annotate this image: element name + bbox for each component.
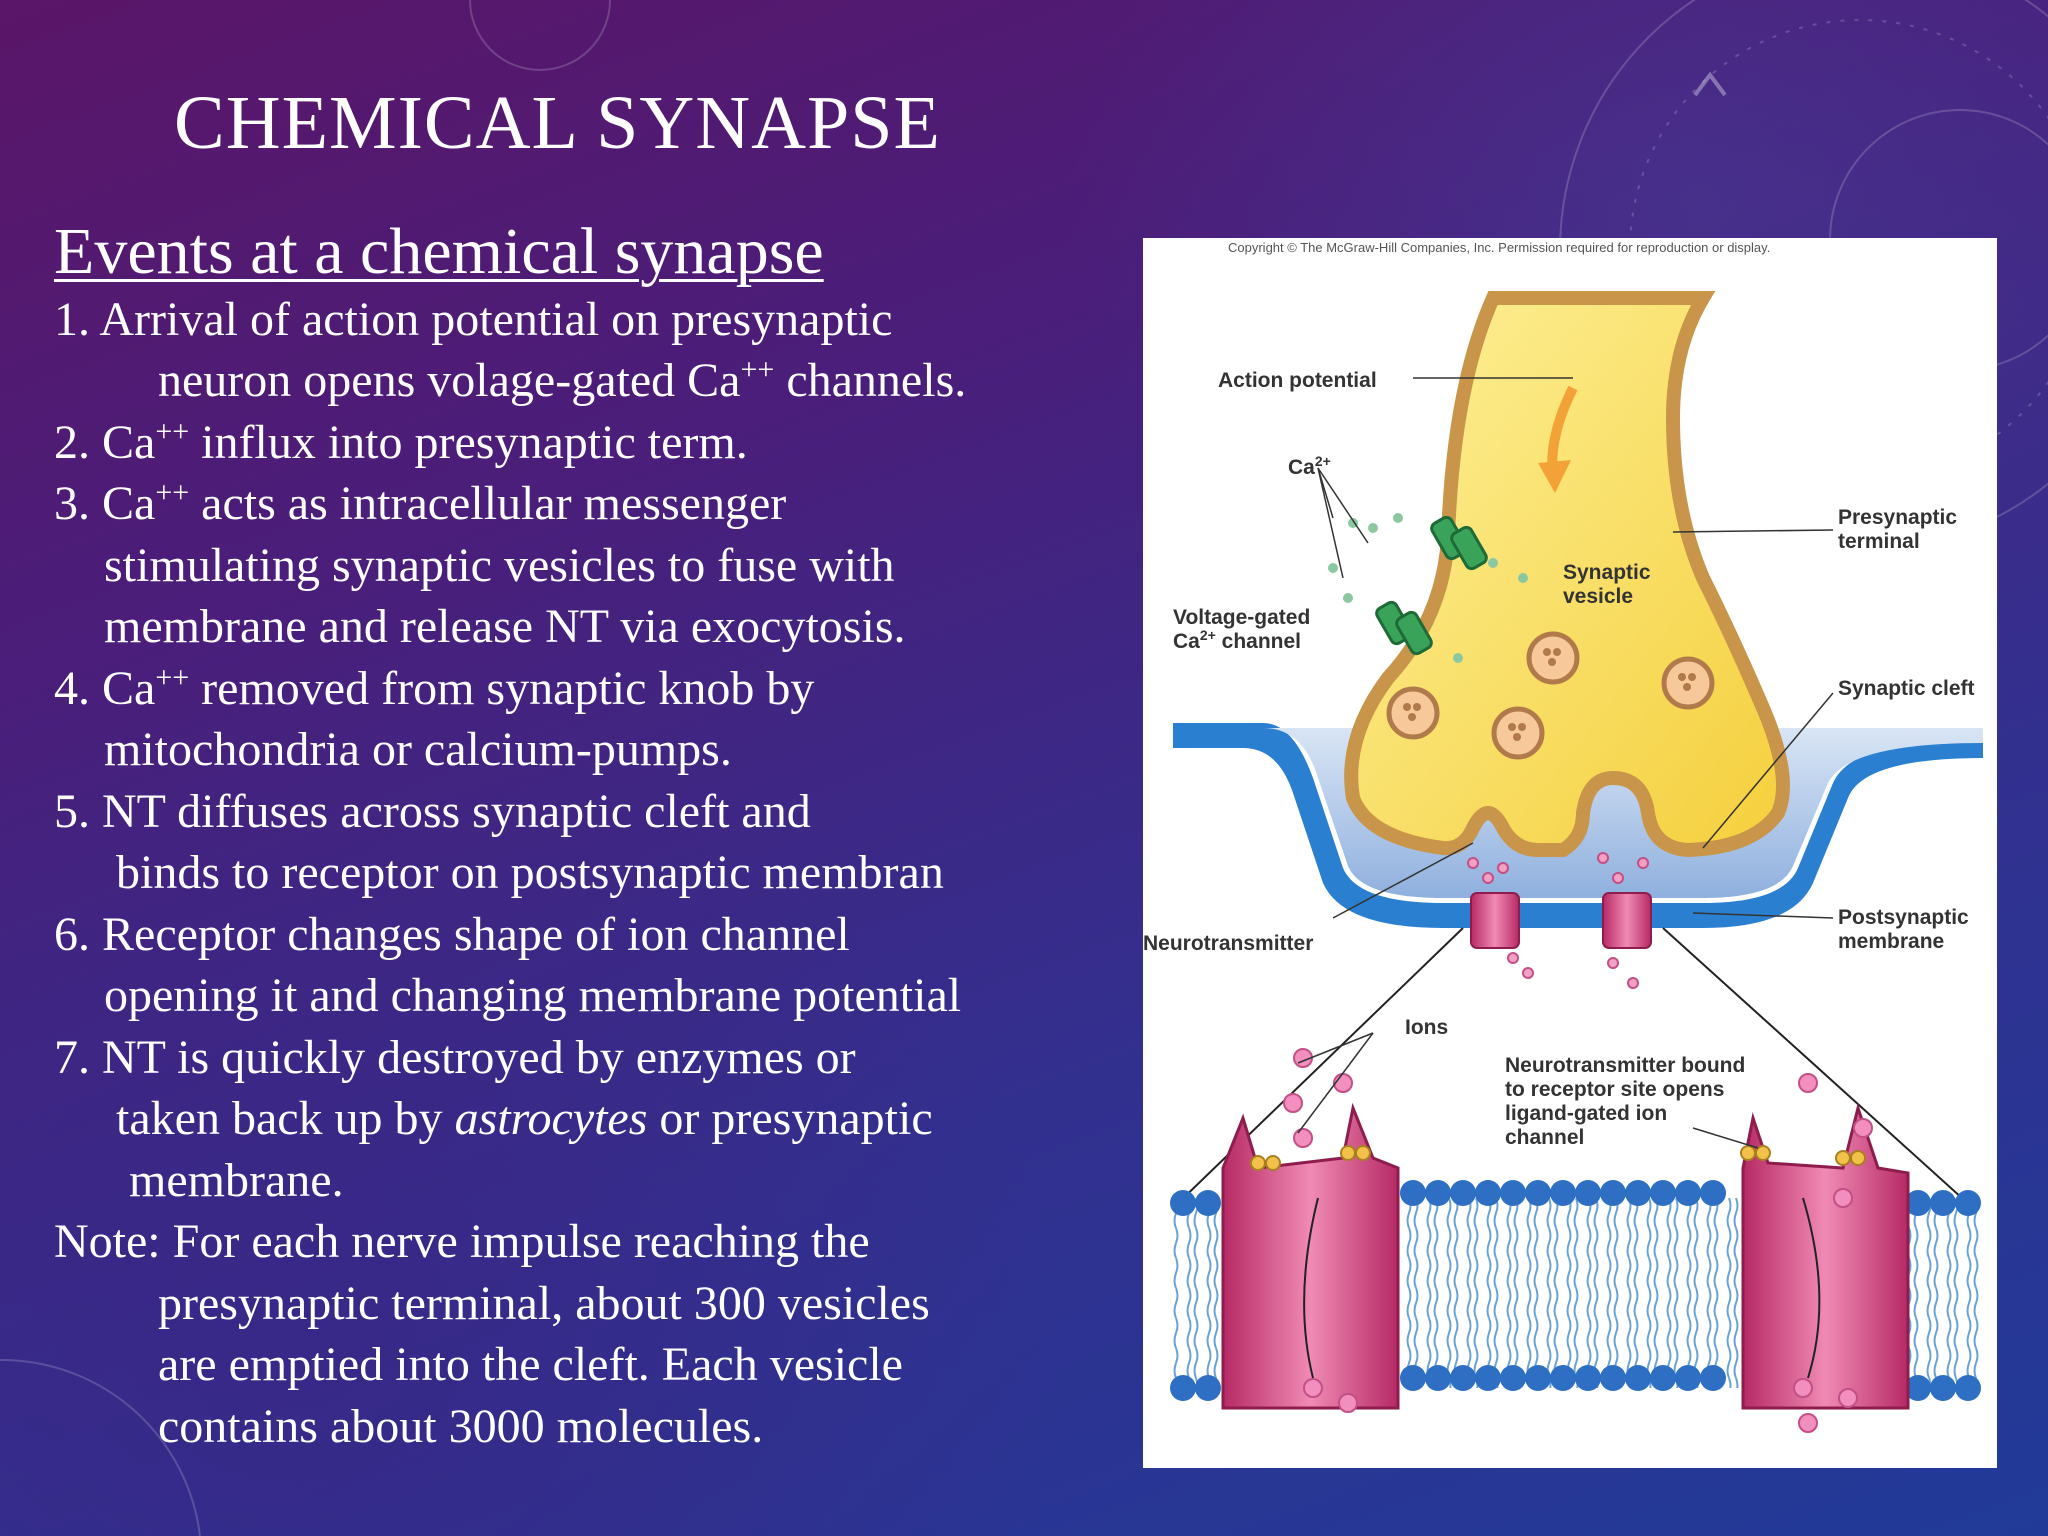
slide-title: CHEMICAL SYNAPSE bbox=[174, 81, 941, 165]
text: 4. Ca bbox=[54, 661, 156, 715]
text: 3. Ca bbox=[54, 477, 156, 530]
subheading: Events at a chemical synapse bbox=[54, 215, 824, 288]
label-presynaptic-2: terminal bbox=[1838, 530, 1920, 553]
label-bound-1: Neurotransmitter bound bbox=[1505, 1054, 1745, 1077]
superscript: 2+ bbox=[1315, 453, 1331, 469]
step-3-line-2: stimulating synaptic vesicles to fuse wi… bbox=[104, 538, 895, 592]
label-ions: Ions bbox=[1405, 1016, 1448, 1039]
text: channel bbox=[1216, 630, 1301, 653]
step-7-line-3: membrane. bbox=[129, 1153, 344, 1207]
label-bound-2: to receptor site opens bbox=[1505, 1078, 1724, 1101]
text: or presynaptic bbox=[647, 1092, 933, 1145]
superscript: 2+ bbox=[1200, 627, 1216, 643]
note-line-3: are emptied into the cleft. Each vesicle bbox=[158, 1338, 903, 1391]
label-postsynaptic-2: membrane bbox=[1838, 930, 1944, 953]
step-3-line-3: membrane and release NT via exocytosis. bbox=[104, 600, 906, 653]
text: channels. bbox=[774, 354, 967, 407]
emphasis: astrocytes bbox=[454, 1092, 648, 1145]
text: removed from synaptic knob by bbox=[189, 661, 815, 715]
calcium-ions bbox=[1328, 513, 1528, 663]
label-voltage-gated-1: Voltage-gated bbox=[1173, 606, 1310, 629]
vesicle-contents bbox=[1403, 648, 1696, 741]
calcium-channels bbox=[1375, 515, 1488, 656]
step-5-line-1: 5. NT diffuses across synaptic cleft and bbox=[54, 784, 811, 838]
note-line-4: contains about 3000 molecules. bbox=[158, 1399, 764, 1453]
label-synaptic-cleft: Synaptic cleft bbox=[1838, 677, 1975, 700]
step-6-line-1: 6. Receptor changes shape of ion channel bbox=[54, 907, 850, 961]
step-3-line-1: 3. Ca++ acts as intracellular messenger bbox=[54, 473, 1134, 535]
step-1-line-1: 1. Arrival of action potential on presyn… bbox=[54, 292, 893, 346]
vesicles bbox=[1386, 631, 1715, 760]
step-2-line-1: 2. Ca++ influx into presynaptic term. bbox=[54, 412, 1134, 474]
ion-channel-left bbox=[1221, 1102, 1400, 1410]
lipid-heads bbox=[1170, 1180, 1981, 1401]
note-line-2: presynaptic terminal, about 300 vesicles bbox=[158, 1276, 930, 1330]
receptor-channels bbox=[1470, 892, 1652, 949]
step-4-line-2: mitochondria or calcium-pumps. bbox=[104, 723, 732, 776]
text: Ca bbox=[1288, 456, 1315, 479]
flow-arrows bbox=[1303, 1197, 1821, 1379]
label-presynaptic-1: Presynaptic bbox=[1838, 506, 1957, 529]
text: Ca bbox=[1173, 630, 1200, 653]
label-synaptic-vesicle-1: Synaptic bbox=[1563, 561, 1651, 584]
label-voltage-gated-2: Ca2+ channel bbox=[1173, 627, 1301, 653]
ion-channel-right bbox=[1741, 1102, 1910, 1410]
label-synaptic-vesicle-2: vesicle bbox=[1563, 585, 1633, 608]
leader-lines bbox=[1297, 377, 1834, 1149]
step-4-line-1: 4. Ca++ removed from synaptic knob by bbox=[54, 658, 1134, 720]
label-action-potential: Action potential bbox=[1218, 369, 1377, 392]
copyright-text: Copyright © The McGraw-Hill Companies, I… bbox=[1228, 240, 1770, 255]
step-1-line-2: neuron opens volage-gated Ca++ channels. bbox=[54, 350, 1134, 412]
step-7-line-1: 7. NT is quickly destroyed by enzymes or bbox=[54, 1030, 856, 1084]
text: influx into presynaptic term. bbox=[189, 415, 748, 469]
presynaptic-terminal-shape bbox=[1344, 291, 1790, 858]
neurotransmitter-dots bbox=[1467, 852, 1649, 989]
step-5-line-2: binds to receptor on postsynaptic membra… bbox=[116, 846, 944, 899]
slide-body: Events at a chemical synapse 1. Arrival … bbox=[54, 212, 1134, 1457]
label-bound-3: ligand-gated ion bbox=[1505, 1102, 1667, 1125]
step-6-line-2: opening it and changing membrane potenti… bbox=[104, 969, 962, 1022]
superscript: ++ bbox=[155, 476, 190, 509]
bound-neurotransmitters bbox=[1250, 1145, 1866, 1171]
zoom-lines bbox=[1172, 927, 1974, 1209]
synapse-illustration: Copyright © The McGraw-Hill Companies, I… bbox=[1143, 240, 1983, 1433]
text: acts as intracellular messenger bbox=[189, 477, 787, 530]
synapse-diagram: Copyright © The McGraw-Hill Companies, I… bbox=[1143, 238, 1997, 1468]
step-7-line-2: taken back up by astrocytes or presynapt… bbox=[54, 1088, 1134, 1150]
label-bound-4: channel bbox=[1505, 1126, 1584, 1149]
label-neurotransmitter: Neurotransmitter bbox=[1143, 932, 1313, 955]
note-line-1: Note: For each nerve impulse reaching th… bbox=[54, 1215, 870, 1268]
text: neuron opens volage-gated Ca bbox=[158, 354, 741, 407]
label-postsynaptic-1: Postsynaptic bbox=[1838, 906, 1969, 929]
text: 2. Ca bbox=[54, 415, 156, 469]
label-ca: Ca2+ bbox=[1288, 453, 1331, 479]
superscript: ++ bbox=[155, 414, 190, 448]
text: taken back up by bbox=[116, 1092, 455, 1145]
superscript: ++ bbox=[155, 660, 190, 694]
postsynaptic-membrane-shape bbox=[1173, 723, 1983, 928]
superscript: ++ bbox=[740, 353, 775, 386]
